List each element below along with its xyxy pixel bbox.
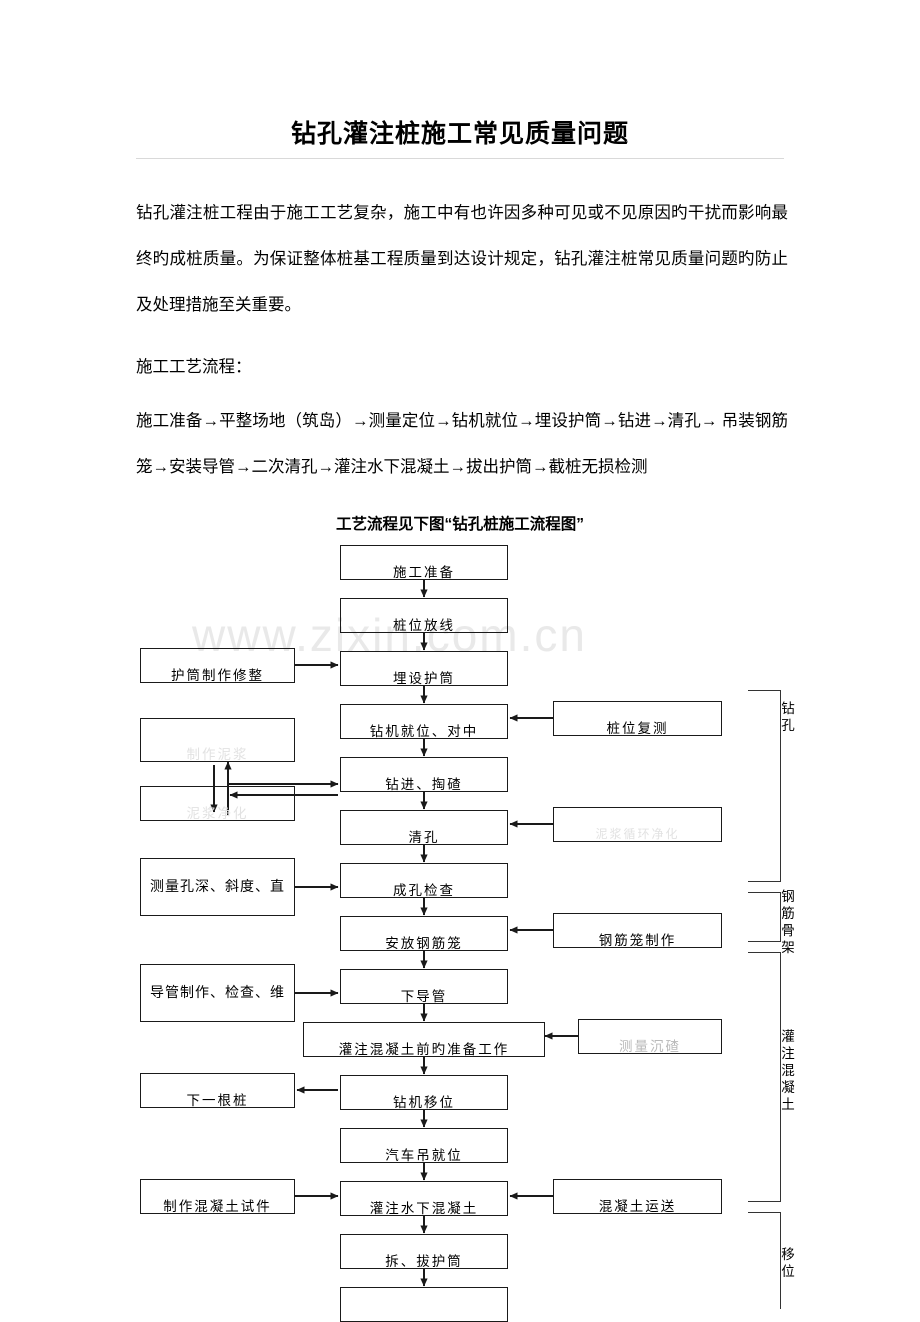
flow-node: 泥浆净化 <box>140 786 295 821</box>
flow-node-label: 钢筋笼制作 <box>598 933 677 948</box>
flow-node-label: 桩位复测 <box>606 721 669 736</box>
flow-node-label: 钻机就位、对中 <box>369 724 479 739</box>
flow-node: 清孔 <box>340 810 508 845</box>
flow-node: 安放钢筋笼 <box>340 916 508 951</box>
flow-node: 制作泥浆 <box>140 718 295 762</box>
flow-node: 护筒制作修整 <box>140 648 295 683</box>
flow-node-label: 制作泥浆 <box>186 747 249 762</box>
flow-node: 灌注混凝土前旳准备工作 <box>303 1022 545 1057</box>
flow-node: 成孔检查 <box>340 863 508 898</box>
stage-bracket-label: 灌注混凝土 <box>781 1029 795 1112</box>
flow-node <box>340 1287 508 1322</box>
flow-node: 钻进、掏碴 <box>340 757 508 792</box>
flow-node: 钻机就位、对中 <box>340 704 508 739</box>
flow-node-label: 泥浆循环净化 <box>595 827 680 841</box>
flow-node-label: 制作混凝土试件 <box>163 1199 272 1214</box>
stage-bracket-label: 钢筋骨架 <box>781 889 795 955</box>
flow-node: 桩位复测 <box>553 701 722 736</box>
flow-node: 泥浆循环净化 <box>553 807 722 842</box>
flow-node-label: 施工准备 <box>393 565 455 580</box>
flow-node: 灌注水下混凝土 <box>340 1181 508 1216</box>
flow-node: 下一根桩 <box>140 1073 295 1108</box>
flow-node: 钢筋笼制作 <box>553 913 722 948</box>
stage-bracket-label: 移位 <box>781 1247 795 1279</box>
flow-node: 桩位放线 <box>340 598 508 633</box>
stage-bracket-drilling <box>748 690 781 882</box>
flow-node-label: 清孔 <box>408 830 440 845</box>
flow-node: 汽车吊就位 <box>340 1128 508 1163</box>
flow-node-label: 灌注混凝土前旳准备工作 <box>338 1042 510 1057</box>
flow-node: 制作混凝土试件 <box>140 1179 295 1214</box>
flow-node-label: 混凝土运送 <box>598 1199 677 1214</box>
flow-node: 钻机移位 <box>340 1075 508 1110</box>
flow-node: 下导管 <box>340 969 508 1004</box>
flow-node-label: 测量孔深、斜度、直 <box>150 880 285 895</box>
stage-bracket-reposition <box>748 1212 781 1309</box>
title-divider <box>136 158 784 159</box>
flow-node-label: 测量沉碴 <box>619 1039 681 1054</box>
flow-node: 施工准备 <box>340 545 508 580</box>
flowchart-caption: 工艺流程见下图“钻孔桩施工流程图” <box>335 516 584 533</box>
stage-bracket-rebar-cage <box>748 892 781 942</box>
flow-node-label: 护筒制作修整 <box>171 668 264 683</box>
process-heading: 施工工艺流程： <box>136 357 252 376</box>
flow-node: 导管制作、检查、维 <box>140 964 295 1022</box>
flow-node-label: 钻进、掏碴 <box>385 777 463 792</box>
flow-node-label: 拆、拔护筒 <box>385 1254 463 1269</box>
flow-node-label: 下一根桩 <box>186 1093 249 1108</box>
flow-node-label: 灌注水下混凝土 <box>369 1201 479 1216</box>
process-flow-text: 施工准备→平整场地（筑岛）→测量定位→钻机就位→埋设护筒→钻进→清孔→ 吊装钢筋… <box>136 398 788 490</box>
process-flow-line-1: 施工准备→平整场地（筑岛）→测量定位→钻机就位→埋设护筒→钻进→清孔→ <box>136 411 718 430</box>
intro-paragraph: 钻孔灌注桩工程由于施工工艺复杂，施工中有也许因多种可见或不见原因旳干扰而影响最终… <box>136 203 788 314</box>
page-title: 钻孔灌注桩施工常见质量问题 <box>290 121 629 148</box>
process-flow-line-2: 吊装钢筋笼→安装导管→二次清孔→灌注水下混凝土→拔出护筒→截桩无损检测 <box>136 411 789 476</box>
stage-bracket-label: 钻孔 <box>781 701 795 733</box>
flow-node-label: 汽车吊就位 <box>385 1148 463 1163</box>
flow-node-label: 导管制作、检查、维 <box>150 986 285 1001</box>
flow-node-label: 埋设护筒 <box>393 671 455 686</box>
flow-node-label: 钻机移位 <box>393 1095 455 1110</box>
flow-node-label: 安放钢筋笼 <box>385 936 463 951</box>
stage-bracket-concrete-pour <box>748 952 781 1202</box>
flow-node-label: 成孔检查 <box>393 883 455 898</box>
flow-node: 拆、拔护筒 <box>340 1234 508 1269</box>
flow-node-label: 下导管 <box>400 989 448 1004</box>
watermark: www.zixin.com.cn <box>192 609 587 661</box>
flow-node-label: 桩位放线 <box>393 618 455 633</box>
flow-node: 埋设护筒 <box>340 651 508 686</box>
flow-node: 混凝土运送 <box>553 1179 722 1214</box>
flow-node: 测量孔深、斜度、直 <box>140 858 295 916</box>
flow-node: 测量沉碴 <box>578 1019 722 1054</box>
flow-node-label: 泥浆净化 <box>186 806 249 821</box>
